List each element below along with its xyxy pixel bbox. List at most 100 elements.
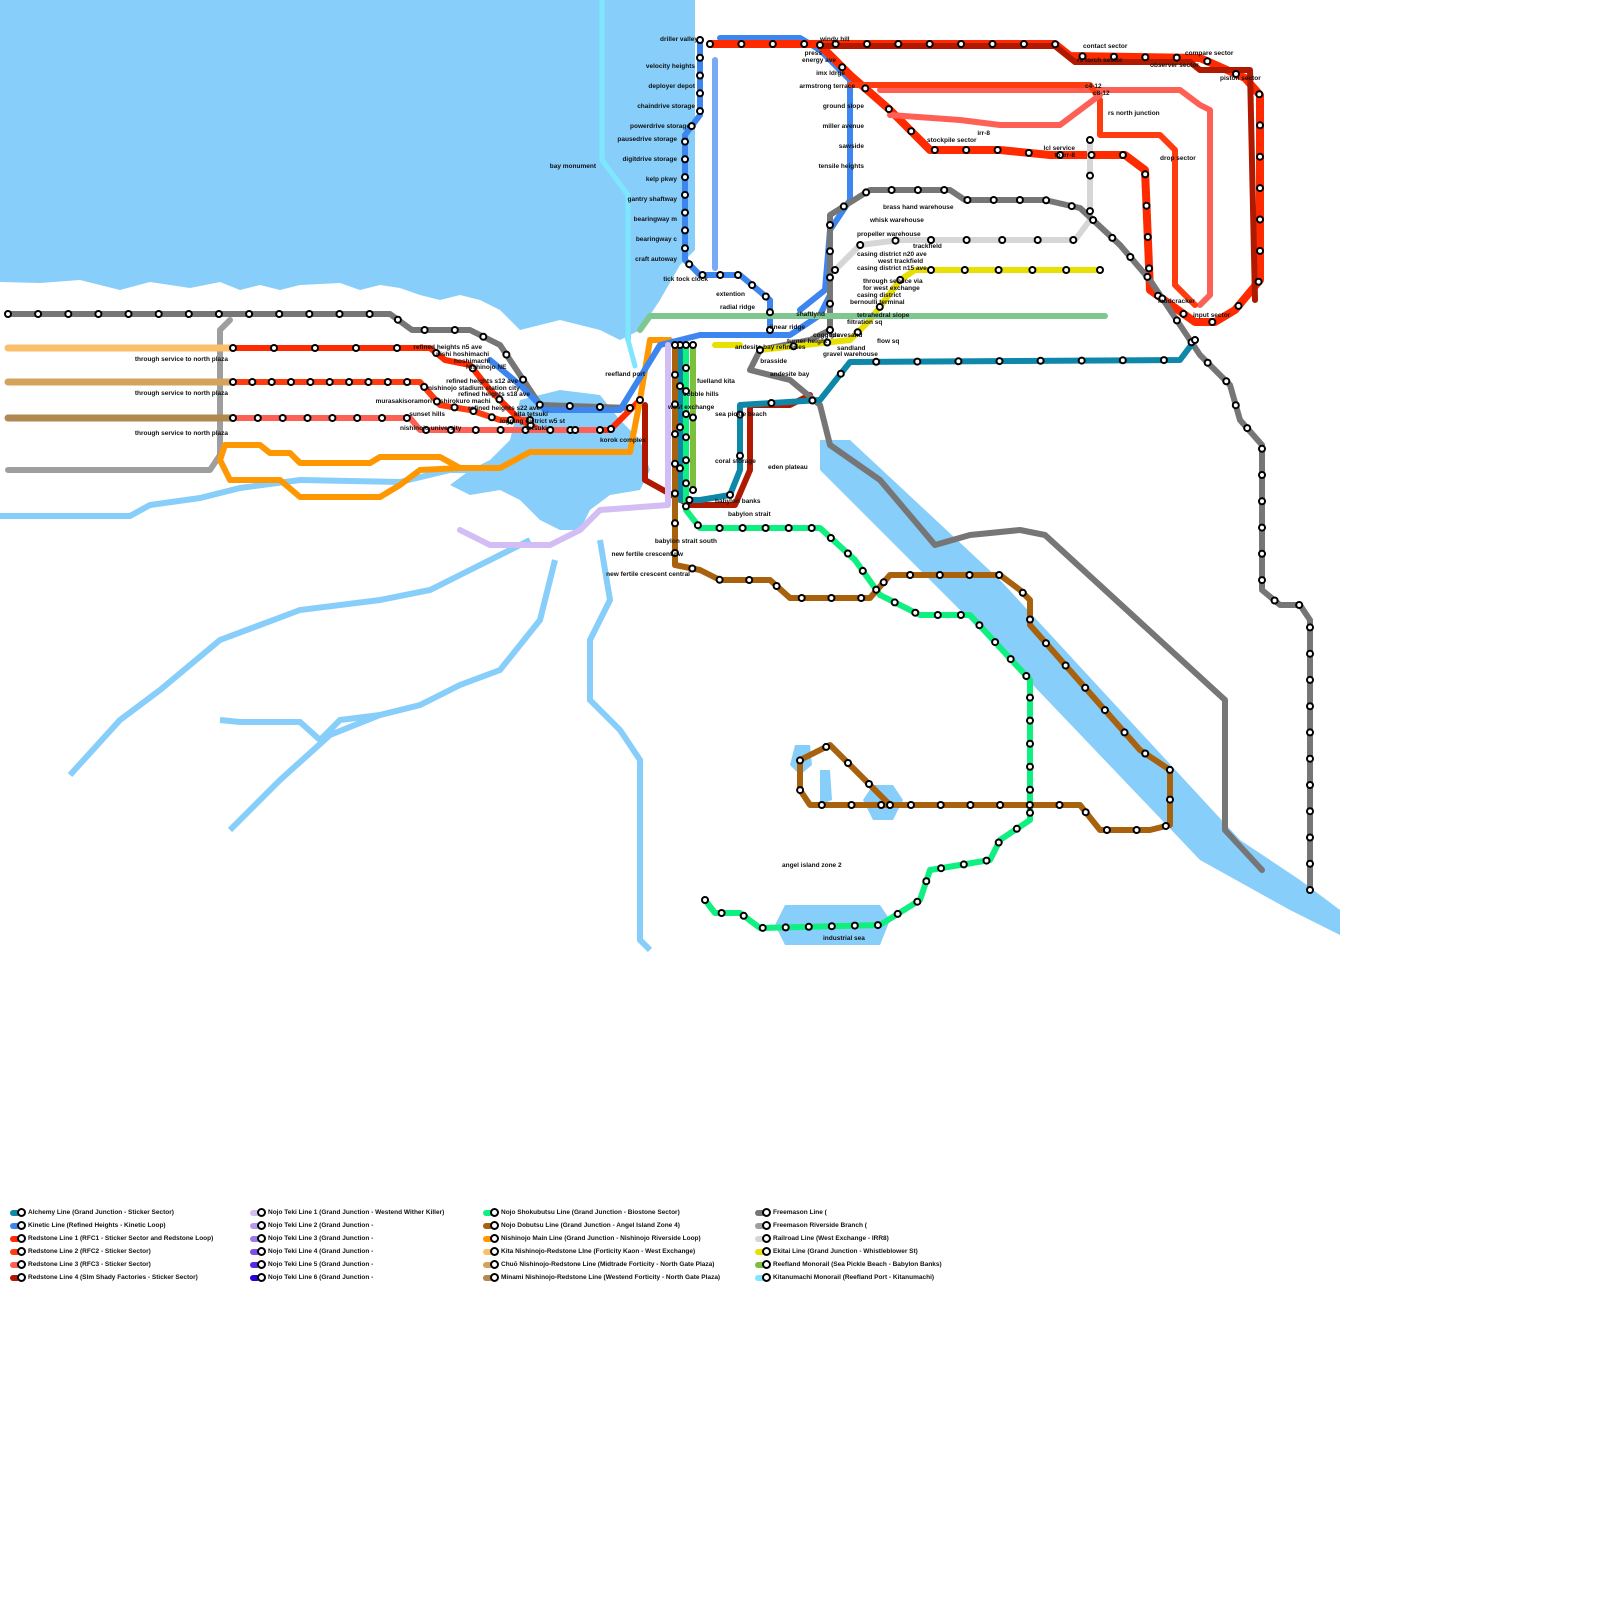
- station-death-ridge[interactable]: [245, 310, 254, 318]
- station-brewing-stand-factory[interactable]: [913, 357, 922, 366]
- station-repeat-c-sector[interactable]: [957, 40, 966, 48]
- station-minami-iromachi[interactable]: [1306, 623, 1314, 632]
- station-solar-sector[interactable]: [884, 105, 893, 114]
- station-oakland-carvers[interactable]: [1143, 272, 1152, 281]
- station-driller-valley[interactable]: [696, 36, 704, 44]
- station-storage-storage[interactable]: [927, 266, 935, 274]
- station-complex-2[interactable]: [393, 344, 401, 352]
- station-tomemachi[interactable]: [1258, 523, 1266, 532]
- station-west-trackfield[interactable]: [856, 241, 865, 249]
- station-sea-pickle-beach[interactable]: [689, 341, 697, 349]
- station-shucker-plaza[interactable]: [64, 310, 73, 318]
- station-target-sector[interactable]: [1145, 264, 1154, 273]
- station-fikoukiri[interactable]: [913, 186, 922, 194]
- station-mason-union[interactable]: [1089, 216, 1098, 225]
- station-brasside[interactable]: [756, 346, 764, 354]
- station-kelp-pkwy[interactable]: [681, 226, 689, 235]
- station-the-drunken-spider[interactable]: [736, 451, 744, 460]
- station-darkglass[interactable]: [1258, 576, 1266, 585]
- legend-item[interactable]: Freemason Line (: [755, 1206, 942, 1219]
- station-refined-heights-s22-ave[interactable]: [469, 407, 478, 416]
- station-higashi-sakemori[interactable]: [1018, 588, 1027, 597]
- line-freemason-top[interactable]: [5, 311, 633, 411]
- station-rolling-hills[interactable]: [1069, 236, 1078, 244]
- station-melon-valley[interactable]: [761, 524, 770, 532]
- station-babylon-banks[interactable]: [689, 486, 697, 494]
- station-south-restoration-jungle[interactable]: [847, 801, 856, 809]
- station-nishinojo-ne[interactable]: [636, 396, 644, 404]
- station-sunset-lake-s[interactable]: [248, 378, 257, 386]
- station-sunset-tower[interactable]: [287, 378, 295, 386]
- station-piston-sector[interactable]: [1232, 70, 1240, 78]
- station-angel-island-zone-3[interactable]: [865, 780, 873, 788]
- station-drip-resort[interactable]: [365, 310, 374, 318]
- station-spore-zone-4[interactable]: [991, 638, 1000, 647]
- station-antiflood-building[interactable]: [853, 328, 862, 337]
- legend-item[interactable]: Kinetic Line (Refined Heights - Kinetic …: [10, 1219, 213, 1232]
- station-oakland-shade[interactable]: [1158, 294, 1167, 303]
- station-spore-zone-5[interactable]: [994, 838, 1003, 847]
- station-versus-tower[interactable]: [781, 923, 790, 932]
- station-cane-hill[interactable]: [872, 585, 881, 594]
- line-reefland-filtration[interactable]: [637, 313, 1108, 333]
- station-livewood-carving[interactable]: [1231, 401, 1240, 410]
- station-through-service-via-for-west-exchange[interactable]: [1086, 136, 1094, 144]
- station-analog-sector[interactable]: [863, 40, 871, 48]
- line-ekitai[interactable]: [757, 267, 1103, 353]
- station-kuramori[interactable]: [1306, 702, 1314, 711]
- station-dior-dior-docks[interactable]: [214, 310, 223, 318]
- station-kumomachi[interactable]: [422, 426, 431, 434]
- line-freemason-central-west[interactable]: [747, 327, 1265, 873]
- station-filtration-sq[interactable]: [1062, 266, 1071, 274]
- station-obsidian-lagsector[interactable]: [124, 310, 133, 318]
- station-chaindrive-storage[interactable]: [681, 155, 689, 164]
- station-restoration-pass[interactable]: [907, 801, 915, 809]
- station-drop-sq[interactable]: [823, 338, 832, 347]
- line-nishinojo-main[interactable]: [222, 337, 673, 471]
- station-world-1-industries[interactable]: [826, 273, 834, 282]
- station-kita-tetsuki[interactable]: [487, 413, 496, 422]
- legend-item[interactable]: Kitanumachi Monorail (Reefland Port - Ki…: [755, 1271, 942, 1284]
- station-balloon-fisheries[interactable]: [767, 399, 776, 407]
- station-wetwood-carving[interactable]: [1222, 377, 1231, 386]
- station-input-sector[interactable]: [1087, 151, 1096, 159]
- legend-item[interactable]: Nojo Teki Line 1 (Grand Junction - Weste…: [250, 1206, 444, 1219]
- station-north-restoration-jungle[interactable]: [817, 801, 826, 809]
- station-gran-dock[interactable]: [184, 310, 193, 318]
- station-pumpkin-hills-e[interactable]: [784, 524, 793, 532]
- station-nishi-shin-kinokomachi[interactable]: [1026, 785, 1034, 794]
- station-coke-bridge[interactable]: [858, 566, 867, 575]
- station-limestone[interactable]: [826, 299, 834, 308]
- station-whistleblower-st[interactable]: [1028, 266, 1037, 274]
- station-nishi-koromori[interactable]: [546, 426, 555, 434]
- station-i2-12[interactable]: [800, 40, 809, 48]
- station-tetsuki[interactable]: [526, 416, 534, 424]
- line-nojo-teki-1[interactable]: [457, 342, 671, 548]
- legend-item[interactable]: Nishinojo Main Line (Grand Junction - Ni…: [483, 1232, 720, 1245]
- station-redtetra-sector[interactable]: [1306, 859, 1314, 868]
- station-legal-shroom-dome[interactable]: [676, 423, 684, 432]
- station-coral-storage[interactable]: [689, 413, 697, 422]
- station-electron-plains[interactable]: [737, 40, 746, 48]
- station-bushwhack-hills[interactable]: [890, 598, 899, 607]
- station-interline-st[interactable]: [989, 196, 998, 204]
- legend-item[interactable]: Chuō Nishinojo-Redstone Line (Midtrade F…: [483, 1258, 720, 1271]
- station-biostone-sector[interactable]: [701, 896, 709, 904]
- station-botanical-tower-1[interactable]: [468, 364, 477, 373]
- station-contraption-st[interactable]: [896, 275, 905, 284]
- station-gantry-shaftway[interactable]: [681, 244, 689, 253]
- station-iromachi[interactable]: [1295, 601, 1304, 609]
- station-spore-zone-1[interactable]: [682, 364, 690, 372]
- station-higashi-tomemachi[interactable]: [1258, 549, 1266, 558]
- station-sunset-hills[interactable]: [420, 382, 429, 391]
- station-suizokukan-kakuchou[interactable]: [1165, 765, 1174, 774]
- station-contact-sector[interactable]: [1078, 52, 1087, 61]
- station-compare-sector[interactable]: [1141, 53, 1150, 62]
- station-arachnofarm[interactable]: [676, 382, 684, 391]
- station-shirokuro-machi[interactable]: [403, 378, 412, 386]
- station-windy-hill[interactable]: [696, 107, 704, 116]
- station-forest-hills[interactable]: [682, 479, 690, 488]
- station-yorumachi[interactable]: [471, 426, 480, 434]
- station-nishi-sakemori[interactable]: [965, 571, 974, 579]
- station-c8-12[interactable]: [1256, 152, 1264, 161]
